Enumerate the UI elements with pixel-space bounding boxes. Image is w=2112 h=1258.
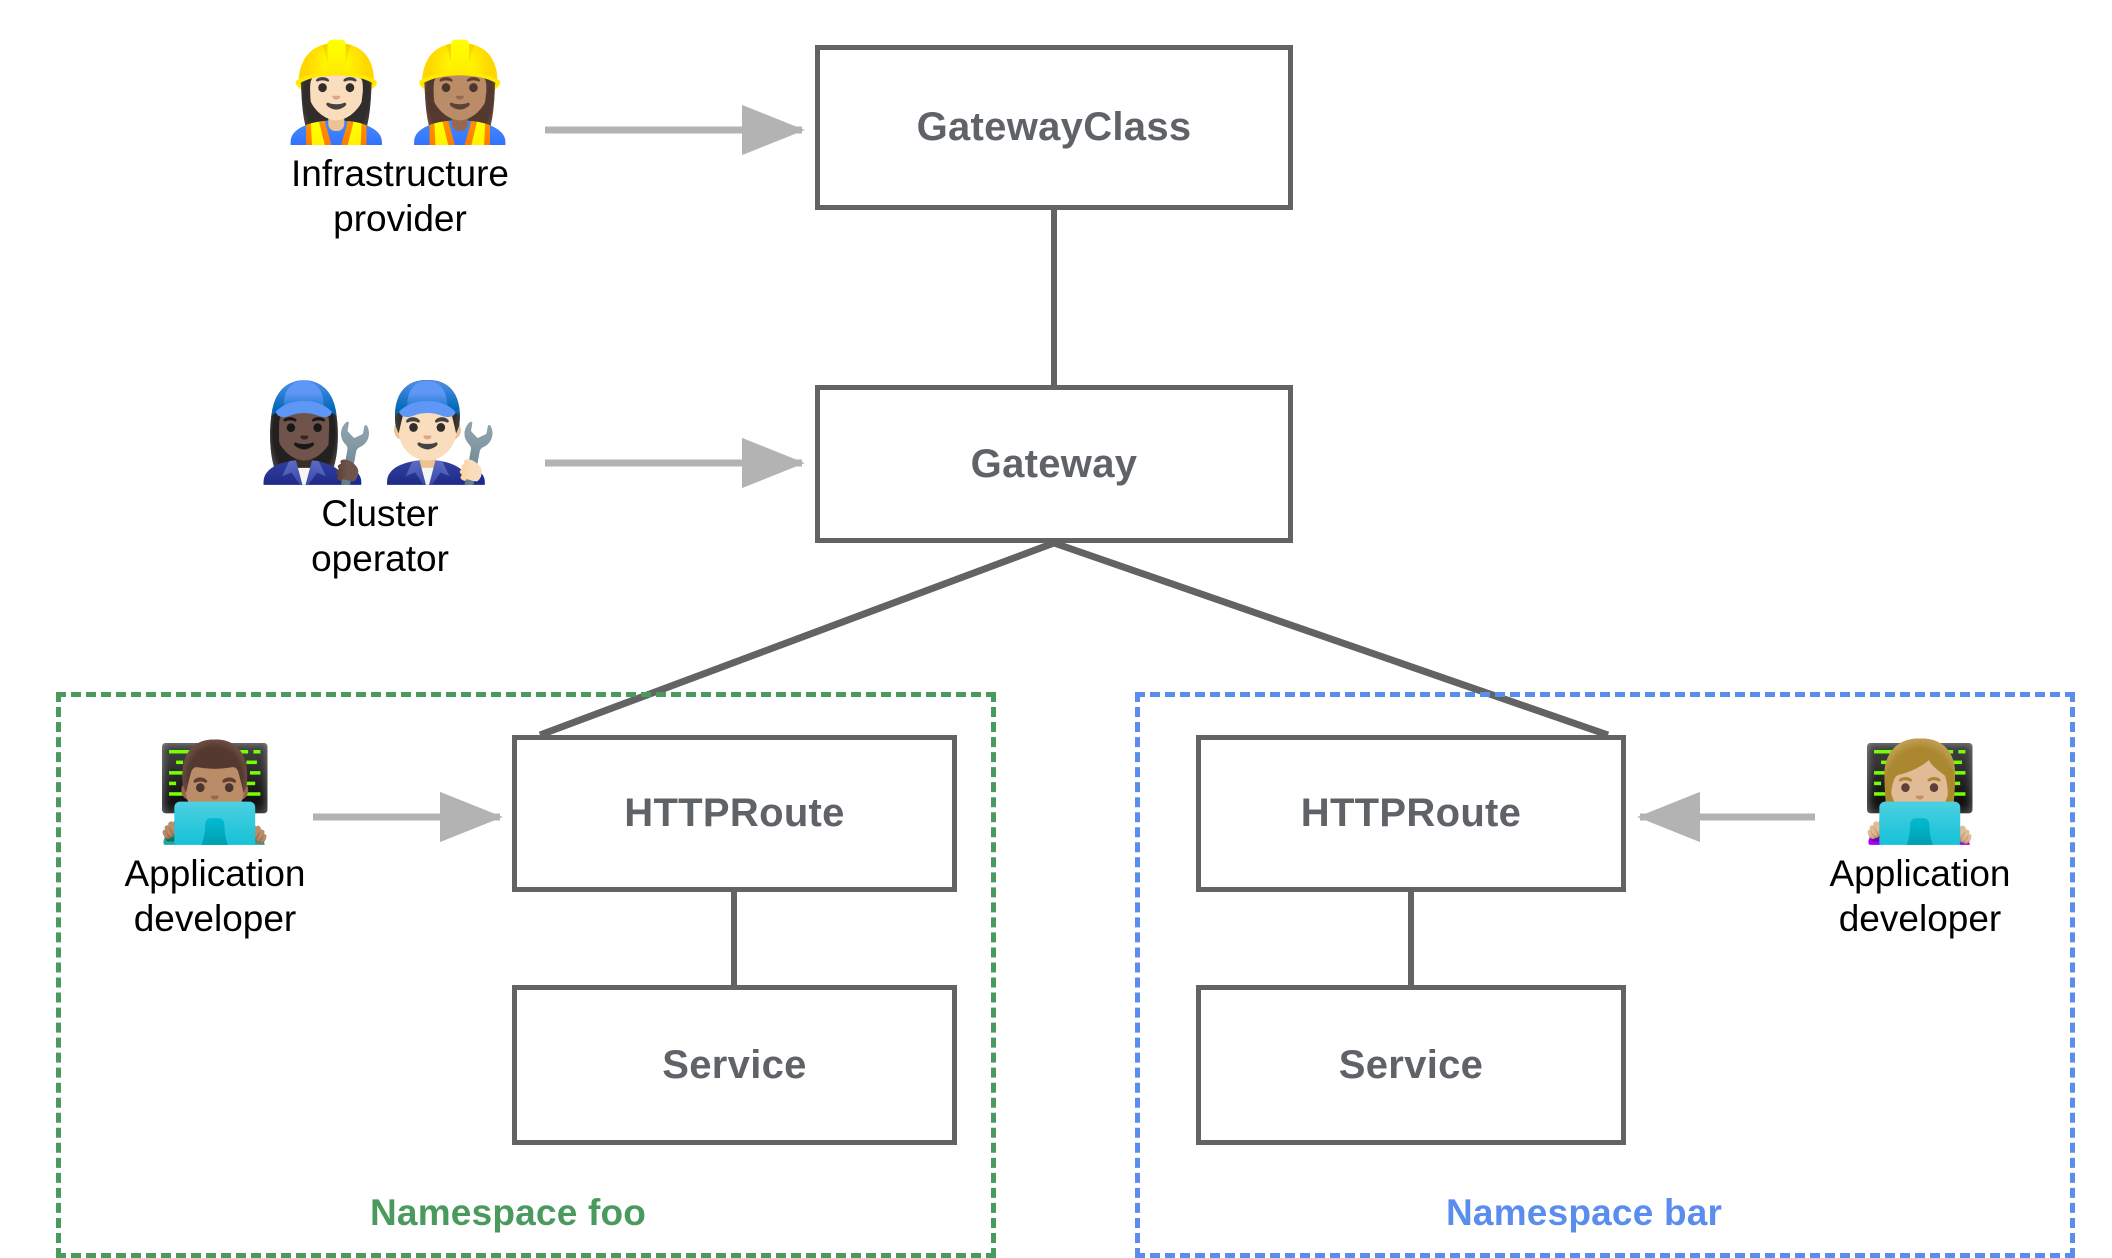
httproute-foo-label: HTTPRoute	[624, 791, 845, 835]
mechanic-people-icon: 👩🏿‍🔧👨🏻‍🔧	[256, 379, 504, 486]
resource-box-service-bar[interactable]: Service	[1196, 985, 1626, 1145]
resource-box-gateway[interactable]: Gateway	[815, 385, 1293, 543]
gateway-label: Gateway	[970, 441, 1138, 486]
gatewayclass-label: GatewayClass	[916, 105, 1192, 149]
resource-box-service-foo[interactable]: Service	[512, 985, 957, 1145]
resource-box-gatewayclass[interactable]: GatewayClass	[815, 45, 1293, 210]
construction-worker-women-icon: 👷🏻‍♀️👷🏽‍♀️	[276, 39, 524, 146]
persona-infrastructure-provider: 👷🏻‍♀️👷🏽‍♀️ Infrastructure provider	[210, 45, 590, 241]
persona-application-developer-bar: 👩🏼‍💻 Application developer	[1790, 745, 2050, 941]
persona-application-developer-foo: 👨🏽‍💻 Application developer	[85, 745, 345, 941]
namespace-label-foo: Namespace foo	[370, 1192, 647, 1233]
persona-label-infrastructure-provider: Infrastructure provider	[291, 153, 509, 240]
namespace-box-bar	[1135, 692, 2075, 1258]
service-bar-label: Service	[1338, 1042, 1484, 1087]
service-foo-label: Service	[662, 1042, 807, 1087]
httproute-bar-label: HTTPRoute	[1300, 791, 1522, 835]
persona-label-application-developer-foo: Application developer	[124, 853, 306, 940]
namespace-box-foo	[56, 692, 996, 1258]
persona-label-cluster-operator: Cluster operator	[311, 493, 449, 580]
woman-technologist-icon: 👩🏼‍💻	[1860, 739, 1980, 846]
man-technologist-icon: 👨🏽‍💻	[155, 739, 275, 846]
namespace-label-bar: Namespace bar	[1446, 1192, 1723, 1233]
persona-cluster-operator: 👩🏿‍🔧👨🏻‍🔧 Cluster operator	[190, 385, 570, 581]
resource-box-httproute-bar[interactable]: HTTPRoute	[1196, 735, 1626, 892]
persona-label-application-developer-bar: Application developer	[1829, 853, 2011, 940]
resource-box-httproute-foo[interactable]: HTTPRoute	[512, 735, 957, 892]
